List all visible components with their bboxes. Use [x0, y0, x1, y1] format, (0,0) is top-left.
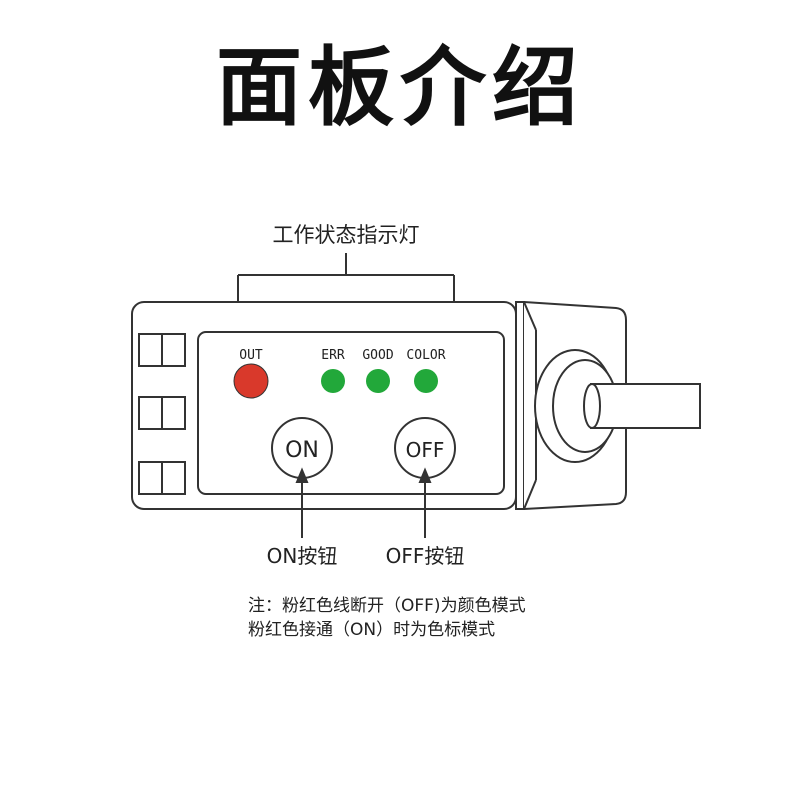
on-button-caption: ON按钮 — [267, 544, 338, 568]
note-line-1: 注：粉红色线断开（OFF)为颜色模式 — [248, 596, 526, 616]
led-good — [366, 369, 390, 393]
note-line-2: 粉红色接通（ON）时为色标模式 — [248, 620, 496, 640]
indicator-label-good: GOOD — [362, 348, 393, 363]
led-err — [321, 369, 345, 393]
indicator-label-err: ERR — [321, 348, 345, 363]
indicator-group-label: 工作状态指示灯 — [273, 223, 420, 247]
callout-lines — [295, 467, 432, 538]
indicator-label-color: COLOR — [406, 348, 445, 363]
terminal-block — [138, 333, 186, 495]
led-color — [414, 369, 438, 393]
indicator-label-out: OUT — [239, 348, 263, 363]
cable-gland — [534, 349, 701, 463]
off-button[interactable]: OFF — [394, 417, 456, 479]
off-button-label: OFF — [406, 438, 445, 462]
on-button-label: ON — [285, 438, 319, 463]
off-button-caption: OFF按钮 — [386, 544, 465, 568]
led-out — [233, 363, 269, 399]
page-title: 面板介绍 — [216, 38, 584, 138]
on-button[interactable]: ON — [271, 417, 333, 479]
